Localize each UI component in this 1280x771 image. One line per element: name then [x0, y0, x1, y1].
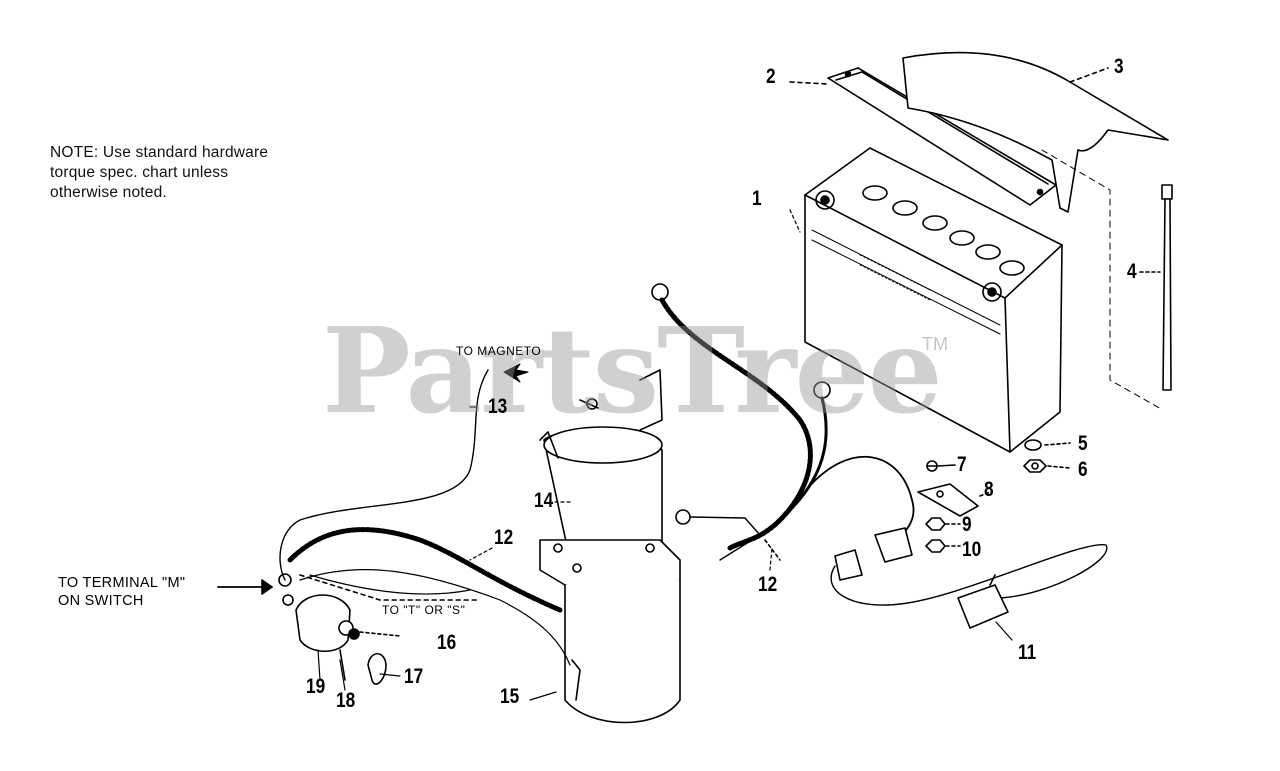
- arrows: [217, 363, 529, 595]
- torque-note: NOTE: Use standard hardware torque spec.…: [50, 143, 350, 203]
- parts-tree-watermark: PartsTree: [322, 301, 943, 440]
- callout-9[interactable]: 9: [962, 513, 972, 536]
- battery-hold-down-rod: [1041, 149, 1173, 411]
- callout-19[interactable]: 19: [306, 675, 326, 698]
- note-line-2: torque spec. chart unless: [50, 164, 229, 181]
- callout-12-left[interactable]: 12: [494, 526, 514, 549]
- starter-solenoid-assembly: [539, 369, 681, 724]
- callout-7[interactable]: 7: [957, 453, 967, 476]
- callout-2[interactable]: 2: [766, 65, 776, 88]
- callout-3[interactable]: 3: [1114, 55, 1124, 78]
- note-line-1: NOTE: Use standard hardware: [50, 144, 269, 161]
- callout-18[interactable]: 18: [336, 689, 356, 712]
- callout-12-right[interactable]: 12: [758, 573, 778, 596]
- callout-1[interactable]: 1: [752, 187, 762, 210]
- wiring-harness-right: [651, 283, 1108, 629]
- to-magneto-label: TO MAGNETO: [456, 344, 542, 358]
- callout-10[interactable]: 10: [962, 538, 982, 561]
- callout-4[interactable]: 4: [1127, 260, 1137, 283]
- callout-11[interactable]: 11: [1018, 641, 1037, 664]
- callout-15[interactable]: 15: [500, 685, 520, 708]
- to-terminal-m-label: TO TERMINAL "M" ON SWITCH: [58, 574, 185, 610]
- callout-8[interactable]: 8: [984, 478, 994, 501]
- battery-cover-pad: [902, 51, 1169, 213]
- callout-5[interactable]: 5: [1078, 432, 1088, 455]
- battery: [804, 147, 1063, 453]
- note-line-3: otherwise noted.: [50, 184, 167, 201]
- callout-16[interactable]: 16: [437, 631, 457, 654]
- wiring-harness-left: [278, 369, 571, 685]
- to-t-or-s-label: TO "T" OR "S": [382, 603, 466, 617]
- screw-bracket-nuts: [917, 460, 991, 553]
- callout-leaders: [317, 209, 1013, 701]
- to-terminal-m-line-2: ON SWITCH: [58, 593, 144, 609]
- callout-14[interactable]: 14: [534, 489, 554, 512]
- to-terminal-m-line-1: TO TERMINAL "M": [58, 575, 186, 591]
- callout-13[interactable]: 13: [488, 395, 508, 418]
- trademark-mark: TM: [922, 334, 948, 354]
- callout-17[interactable]: 17: [404, 665, 424, 688]
- callout-6[interactable]: 6: [1078, 458, 1088, 481]
- battery-washer-and-nut: [1023, 439, 1071, 473]
